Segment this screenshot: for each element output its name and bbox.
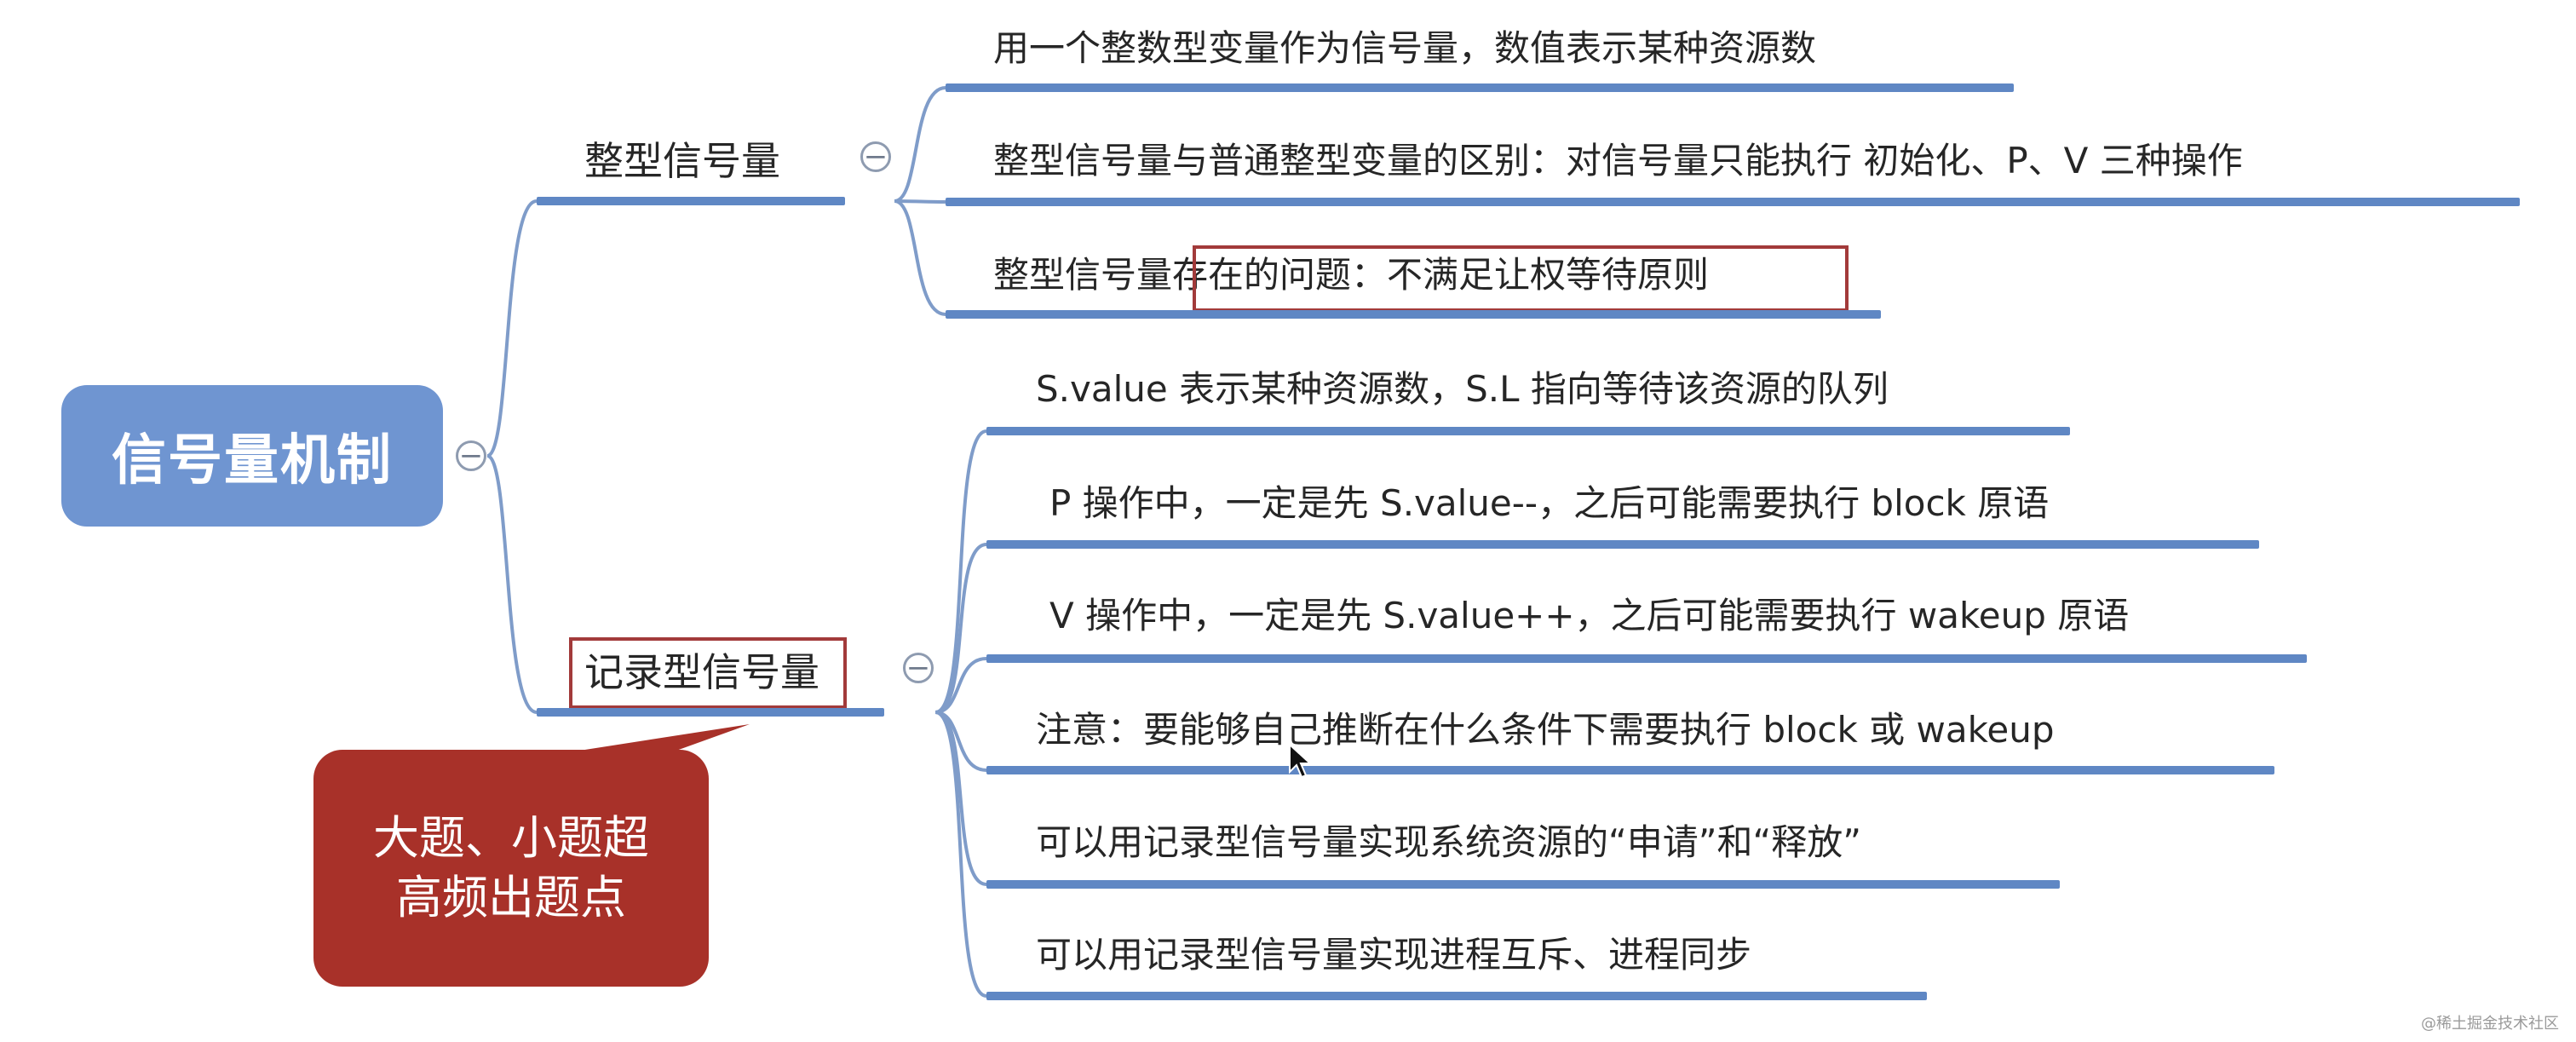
integer-child-2[interactable]: 整型信号量与普通整型变量的区别：对信号量只能执行 初始化、P、V 三种操作 [993,140,2243,181]
connector-record-child-5 [934,711,987,886]
integer-child-3[interactable]: 整型信号量存在的问题：不满足让权等待原则 [993,254,1710,296]
branch-record-semaphore-highlight-box [569,637,847,709]
record-child-5[interactable]: 可以用记录型信号量实现系统资源的“申请”和“释放” [1036,821,1862,863]
record-child-2[interactable]: P 操作中，一定是先 S.value--，之后可能需要执行 block 原语 [1049,482,2050,524]
connector-root-to-record [486,454,538,714]
record-child-6-underline [986,992,1927,1000]
integer-child-1-underline [946,83,2014,92]
root-node[interactable]: 信号量机制 [61,385,443,527]
branch-integer-semaphore-label[interactable]: 整型信号量 [584,138,780,184]
record-child-4-underline [986,766,2274,774]
connector-integer-child-1 [894,86,946,203]
integer-child-1[interactable]: 用一个整数型变量作为信号量，数值表示某种资源数 [993,27,1817,69]
record-child-1[interactable]: S.value 表示某种资源数，S.L 指向等待该资源的队列 [1036,368,1889,410]
connector-record-child-6 [934,711,987,998]
callout-pointer-shape [552,724,750,755]
callout-line-1: 大题、小题超 [373,810,649,865]
branch-integer-semaphore-underline [537,197,845,205]
record-child-2-underline [986,540,2259,549]
record-child-6[interactable]: 可以用记录型信号量实现进程互斥、进程同步 [1036,934,1752,976]
record-child-4[interactable]: 注意：要能够自己推断在什么条件下需要执行 block 或 wakeup [1036,709,2055,751]
connector-record-child-2 [934,543,987,714]
connector-root-to-integer [486,199,538,458]
branch-record-semaphore-collapse-icon[interactable]: − [903,653,934,683]
integer-child-2-underline [946,198,2520,206]
branch-record-semaphore-underline [537,708,884,717]
branch-record-semaphore-label[interactable]: 记录型信号量 [584,649,819,695]
record-child-3-underline [986,654,2307,663]
callout-note: 大题、小题超 高频出题点 [313,750,709,987]
callout-line-2: 高频出题点 [396,871,626,924]
integer-child-3-underline [946,310,1881,319]
root-label: 信号量机制 [112,429,393,492]
record-child-5-underline [986,880,2060,889]
watermark: @稀土掘金技术社区 [2421,1015,2559,1033]
mouse-cursor-icon [1289,743,1313,779]
connector-record-child-3 [934,657,987,714]
branch-integer-semaphore-collapse-icon[interactable]: − [860,141,891,172]
connector-record-child-1 [934,429,987,714]
root-collapse-icon[interactable]: − [456,440,486,471]
record-child-1-underline [986,427,2070,435]
connector-integer-child-3 [894,199,946,316]
record-child-3[interactable]: V 操作中，一定是先 S.value++，之后可能需要执行 wakeup 原语 [1049,595,2130,636]
